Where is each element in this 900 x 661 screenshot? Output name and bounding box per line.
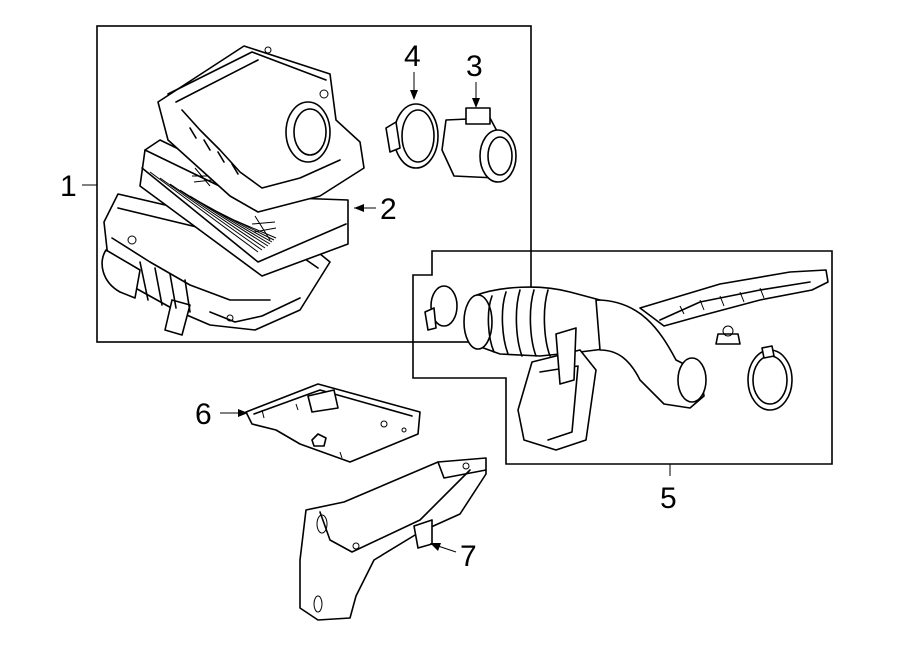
- callout-2: 2: [380, 193, 397, 226]
- arrow-7: [430, 543, 441, 551]
- support-bracket: [299, 457, 487, 621]
- arrow-6: [238, 409, 248, 417]
- callout-1: 1: [60, 170, 77, 203]
- arrow-2: [354, 204, 364, 212]
- group-box-intake-duct: [412, 250, 833, 465]
- air-cleaner-housing: [101, 193, 331, 336]
- arrow-4: [410, 90, 418, 100]
- callout-5: 5: [660, 482, 677, 515]
- air-cleaner-cover: [157, 45, 365, 213]
- mass-air-flow-sensor: [441, 107, 517, 183]
- arrow-3: [472, 98, 480, 108]
- callout-6: 6: [195, 398, 212, 431]
- group-box-air-cleaner: [96, 25, 532, 343]
- mounting-plate: [245, 383, 421, 463]
- air-intake-duct: [424, 269, 829, 451]
- hose-clamp: [385, 103, 439, 169]
- callout-7: 7: [460, 540, 477, 573]
- callout-4: 4: [404, 40, 421, 73]
- callout-3: 3: [466, 50, 483, 83]
